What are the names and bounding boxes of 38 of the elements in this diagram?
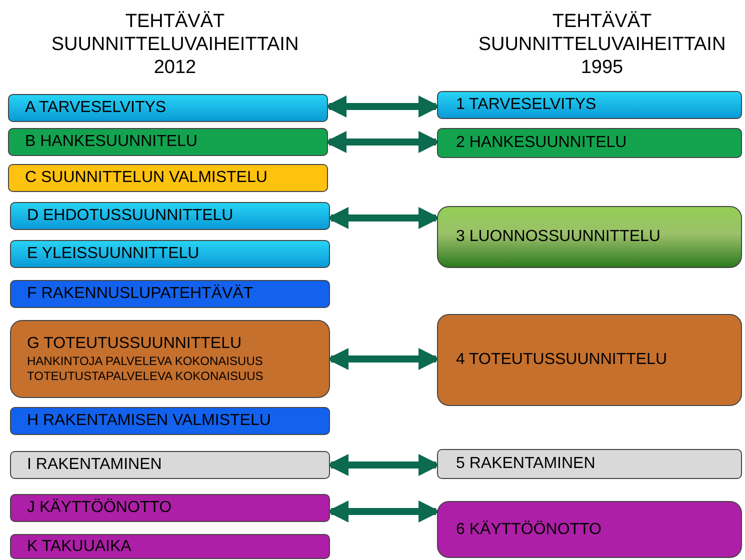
phase-box bbox=[437, 206, 742, 268]
phase-box bbox=[10, 320, 330, 398]
phase-name: C SUUNNITTELUN VALMISTELU bbox=[25, 168, 268, 188]
phase-detail: HANKINTOJA PALVELEVA KOKONAISUUS bbox=[27, 354, 264, 369]
phase-name: 6 KÄYTTÖÖNOTTO bbox=[456, 520, 602, 540]
column-heading: TEHTÄVÄT SUUNNITTELUVAIHEITTAIN 1995 bbox=[477, 10, 727, 79]
phase-name: F RAKENNUSLUPATEHTÄVÄT bbox=[27, 284, 254, 304]
phase-box bbox=[8, 94, 328, 122]
phase-box bbox=[8, 164, 328, 192]
phase-detail: TOTEUTUSTAPALVELEVA KOKONAISUUS bbox=[27, 369, 264, 384]
phase-box bbox=[10, 407, 330, 435]
phase-box bbox=[10, 202, 330, 230]
phase-name: G TOTEUTUSSUUNNITTELU bbox=[27, 334, 243, 354]
phase-name: A TARVESELVITYS bbox=[25, 98, 168, 118]
phase-name: 4 TOTEUTUSSUUNNITTELU bbox=[456, 350, 668, 370]
column-heading: TEHTÄVÄT SUUNNITTELUVAIHEITTAIN 2012 bbox=[50, 10, 300, 79]
phase-box bbox=[437, 314, 742, 406]
phase-name: J KÄYTTÖÖNOTTO bbox=[27, 498, 173, 518]
phase-box bbox=[8, 128, 328, 156]
phase-box bbox=[437, 449, 742, 479]
phase-box bbox=[10, 534, 330, 559]
phase-box bbox=[10, 494, 330, 522]
phase-name: D EHDOTUSSUUNNITTELU bbox=[27, 206, 234, 226]
phase-name: I RAKENTAMINEN bbox=[27, 455, 163, 475]
phase-name: 2 HANKESUUNNITELU bbox=[456, 133, 628, 153]
phase-name: 3 LUONNOSSUUNNITTELU bbox=[456, 227, 662, 247]
phase-name: 5 RAKENTAMINEN bbox=[456, 454, 596, 474]
phase-box bbox=[10, 451, 330, 479]
phase-name: K TAKUUAIKA bbox=[27, 536, 132, 556]
phase-name: E YLEISSUUNNITTELU bbox=[27, 244, 200, 264]
phase-name: B HANKESUUNNITELU bbox=[25, 132, 198, 152]
phase-box bbox=[437, 501, 742, 558]
phase-name: 1 TARVESELVITYS bbox=[456, 95, 598, 115]
phase-box bbox=[10, 240, 330, 268]
phase-box bbox=[10, 280, 330, 308]
phase-box bbox=[437, 128, 742, 158]
phase-name: H RAKENTAMISEN VALMISTELU bbox=[27, 411, 272, 431]
phase-box bbox=[437, 91, 742, 119]
